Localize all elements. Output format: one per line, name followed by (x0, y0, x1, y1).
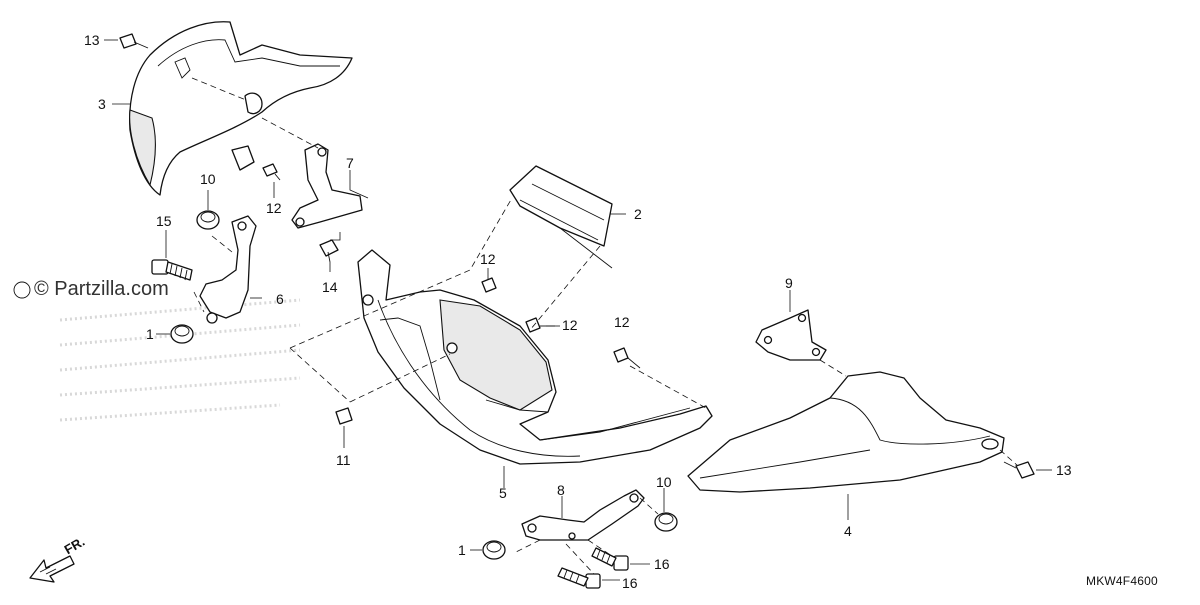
copyright-icon (13, 281, 31, 299)
callout-12-b: 12 (480, 251, 496, 267)
callout-10-bottom: 10 (656, 474, 672, 490)
part-1-grommet-left (170, 324, 194, 344)
part-13-screw-right (1003, 461, 1035, 479)
leader-lines (104, 39, 1052, 581)
part-6-bracket (199, 215, 257, 324)
part-11-screw (335, 407, 353, 425)
callout-1-left: 1 (146, 326, 154, 342)
callout-11: 11 (336, 452, 351, 468)
callout-8: 8 (557, 482, 565, 498)
callout-10-top: 10 (200, 171, 216, 187)
callout-9: 9 (785, 275, 793, 291)
callout-7: 7 (346, 155, 354, 171)
part-12-screw-d (613, 347, 641, 369)
background-stipple (59, 298, 301, 422)
callout-3: 3 (98, 96, 106, 112)
callout-15: 15 (156, 213, 172, 229)
part-12-screw-c (525, 317, 555, 333)
part-10-grommet-bottom (654, 512, 678, 532)
part-10-grommet-top (196, 210, 220, 230)
front-arrow-icon (29, 555, 75, 583)
callout-4: 4 (844, 523, 852, 539)
part-12-screw-a (262, 163, 281, 181)
part-4-side-cowl (687, 371, 1005, 493)
watermark: © Partzilla.com (34, 278, 169, 300)
callout-13-top: 13 (84, 32, 100, 48)
callout-16-b: 16 (622, 575, 638, 591)
callout-6: 6 (276, 291, 284, 307)
callout-14: 14 (322, 279, 338, 295)
part-9-bracket (755, 309, 827, 361)
part-16-bolt-b (557, 567, 601, 589)
part-7-stay (291, 143, 363, 229)
part-15-bolt (151, 259, 193, 281)
part-14-screw (319, 239, 339, 263)
part-3-upper-cowl (129, 21, 353, 196)
part-8-stay (521, 489, 645, 541)
part-16-bolt-a (591, 547, 629, 571)
part-1-grommet-bottom (482, 540, 506, 560)
part-13-screw-top (119, 33, 149, 49)
callout-12-a: 12 (266, 200, 282, 216)
assembly-lines (191, 77, 1019, 575)
callout-1-bottom: 1 (458, 542, 466, 558)
diagram-code: MKW4F4600 (1086, 574, 1158, 588)
part-5-lower-cowl (357, 249, 713, 465)
callout-12-d: 12 (614, 314, 630, 330)
callout-5: 5 (499, 485, 507, 501)
callout-16-a: 16 (654, 556, 670, 572)
part-2-plate (509, 165, 613, 269)
callout-13-right: 13 (1056, 462, 1072, 478)
part-12-screw-b (481, 277, 497, 293)
callout-2: 2 (634, 206, 642, 222)
callout-12-c: 12 (562, 317, 578, 333)
